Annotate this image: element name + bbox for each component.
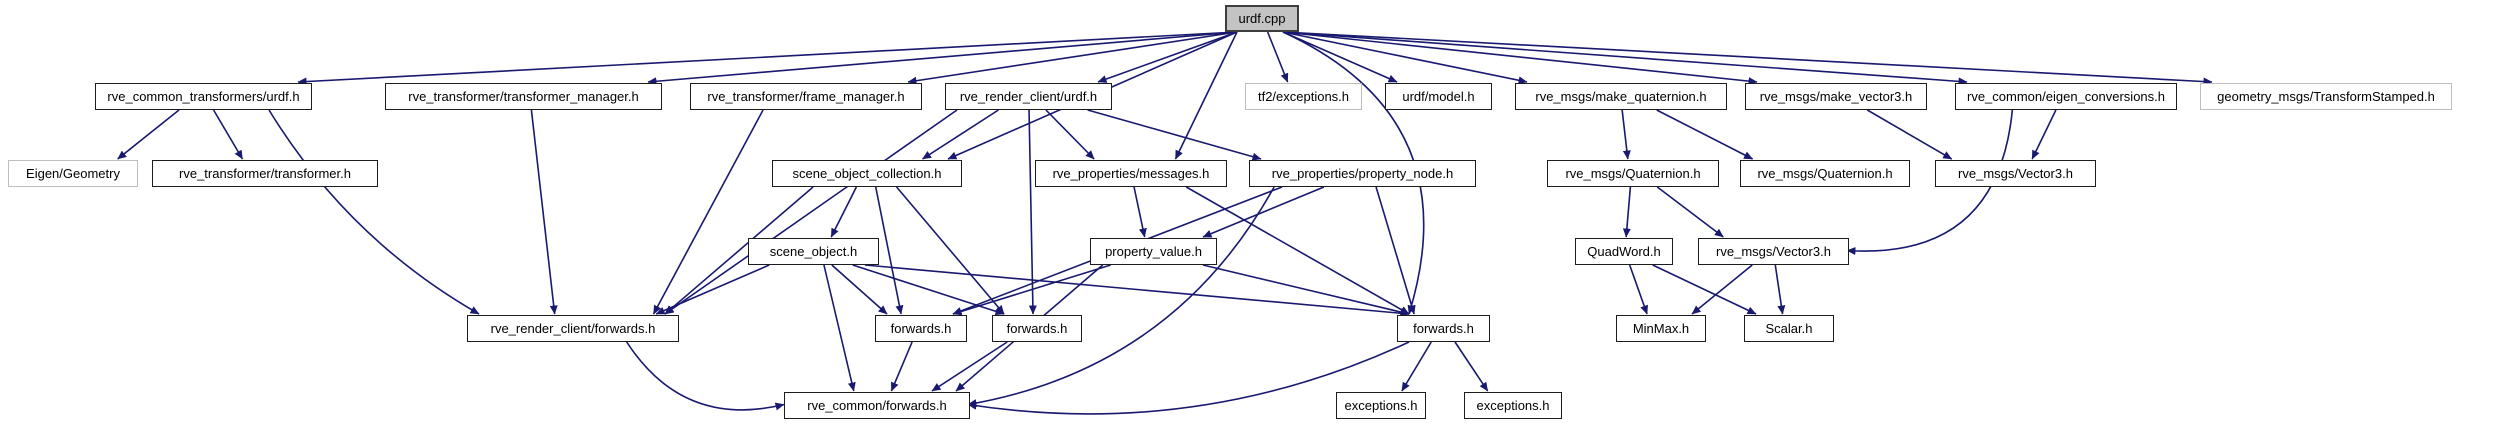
edge-root-n2 bbox=[647, 31, 1238, 86]
edge-n4-rcf bbox=[664, 109, 958, 315]
edge-n7-q1 bbox=[1621, 109, 1631, 160]
edge-quad-scalar bbox=[1652, 264, 1757, 315]
node-sobj[interactable]: scene_object.h bbox=[748, 238, 879, 265]
edge-pnode-fwd3 bbox=[1375, 186, 1416, 315]
node-socoll[interactable]: scene_object_collection.h bbox=[772, 160, 962, 187]
edge-root-n5 bbox=[1266, 31, 1289, 83]
edge-root-n7 bbox=[1282, 31, 1528, 85]
node-quad[interactable]: QuadWord.h bbox=[1575, 238, 1673, 265]
edge-fwd2-common bbox=[931, 341, 1008, 392]
edge-root-n8 bbox=[1282, 31, 1758, 86]
edge-sobj-rcf bbox=[655, 264, 770, 315]
node-fwd1[interactable]: forwards.h bbox=[875, 315, 967, 342]
edge-fwd3-exc1 bbox=[1401, 341, 1432, 392]
edge-n8-v3a bbox=[1866, 109, 1953, 160]
node-scalar[interactable]: Scalar.h bbox=[1744, 315, 1834, 342]
node-n10: geometry_msgs/TransformStamped.h bbox=[2200, 83, 2452, 110]
edge-n9-v3b bbox=[1846, 109, 2014, 256]
node-v3a[interactable]: rve_msgs/Vector3.h bbox=[1935, 160, 2096, 187]
node-eigen: Eigen/Geometry bbox=[8, 160, 138, 187]
node-transformer[interactable]: rve_transformer/transformer.h bbox=[152, 160, 378, 187]
edge-pval-fwd3 bbox=[1202, 264, 1410, 316]
node-minmax[interactable]: MinMax.h bbox=[1616, 315, 1706, 342]
node-root: urdf.cpp bbox=[1225, 5, 1299, 32]
node-exc2[interactable]: exceptions.h bbox=[1464, 392, 1562, 419]
edge-n2-rcf bbox=[530, 109, 558, 315]
edge-n1-eigen bbox=[117, 109, 180, 160]
edge-q1-quad bbox=[1622, 186, 1632, 238]
edge-v3b-scalar bbox=[1774, 264, 1786, 315]
node-n9[interactable]: rve_common/eigen_conversions.h bbox=[1955, 83, 2177, 110]
edge-v3b-minmax bbox=[1691, 264, 1753, 315]
node-n7[interactable]: rve_msgs/make_quaternion.h bbox=[1515, 83, 1727, 110]
edge-sobj-common bbox=[823, 264, 856, 392]
edge-sobj-fwd2 bbox=[852, 264, 1005, 316]
edge-socoll-rcf bbox=[664, 186, 814, 315]
node-fwd2[interactable]: forwards.h bbox=[992, 315, 1082, 342]
node-n2[interactable]: rve_transformer/transformer_manager.h bbox=[385, 83, 662, 110]
edge-n4-messages bbox=[1045, 109, 1095, 160]
node-q1[interactable]: rve_msgs/Quaternion.h bbox=[1547, 160, 1719, 187]
edge-fwd1-common bbox=[890, 341, 913, 392]
edge-root-fwd3 bbox=[1282, 31, 1425, 315]
edge-rcf-common bbox=[626, 341, 785, 411]
edge-n1-transformer bbox=[212, 109, 244, 160]
edge-n4-pnode bbox=[1087, 109, 1262, 161]
node-q2[interactable]: rve_msgs/Quaternion.h bbox=[1740, 160, 1910, 187]
node-exc1[interactable]: exceptions.h bbox=[1336, 392, 1426, 419]
edge-root-n9 bbox=[1282, 31, 1968, 86]
edge-socoll-fwd1 bbox=[874, 186, 904, 315]
edge-pnode-pval bbox=[1202, 186, 1325, 238]
node-n6[interactable]: urdf/model.h bbox=[1385, 83, 1492, 110]
node-pval[interactable]: property_value.h bbox=[1090, 238, 1217, 265]
node-messages[interactable]: rve_properties/messages.h bbox=[1035, 160, 1227, 187]
node-fwd3[interactable]: forwards.h bbox=[1397, 315, 1490, 342]
edge-root-n3 bbox=[907, 31, 1238, 85]
edge-messages-fwd3 bbox=[1185, 186, 1410, 315]
node-v3b[interactable]: rve_msgs/Vector3.h bbox=[1698, 238, 1849, 265]
edge-messages-pval bbox=[1133, 186, 1147, 238]
edge-q1-v3b bbox=[1656, 186, 1724, 238]
edge-pnode-common bbox=[967, 186, 1275, 407]
node-n4[interactable]: rve_render_client/urdf.h bbox=[945, 83, 1112, 110]
edge-sobj-fwd1 bbox=[831, 264, 888, 315]
node-n8[interactable]: rve_msgs/make_vector3.h bbox=[1745, 83, 1927, 110]
edge-root-n1 bbox=[297, 31, 1238, 86]
edge-root-n10 bbox=[1282, 31, 2213, 86]
node-n1[interactable]: rve_common_transformers/urdf.h bbox=[95, 83, 312, 110]
edge-fwd3-common bbox=[967, 341, 1410, 415]
node-pnode[interactable]: rve_properties/property_node.h bbox=[1249, 160, 1476, 187]
edge-socoll-sobj bbox=[830, 186, 858, 238]
edge-fwd3-exc2 bbox=[1454, 341, 1489, 392]
edge-pval-fwd1 bbox=[952, 264, 1111, 316]
node-rcf[interactable]: rve_render_client/forwards.h bbox=[467, 315, 679, 342]
edge-sobj-fwd3 bbox=[864, 264, 1410, 318]
edge-root-messages bbox=[1174, 31, 1238, 160]
edge-n9-v3a bbox=[2031, 109, 2057, 160]
edge-n4-socoll bbox=[922, 109, 999, 160]
edge-socoll-fwd2 bbox=[895, 186, 1005, 315]
edge-n1-rcf bbox=[268, 109, 480, 315]
edge-n3-rcf bbox=[652, 109, 764, 315]
edge-quad-minmax bbox=[1628, 264, 1648, 315]
edge-root-n4 bbox=[1097, 31, 1238, 83]
node-common[interactable]: rve_common/forwards.h bbox=[784, 392, 970, 419]
edge-n7-q2 bbox=[1656, 109, 1754, 160]
node-n3[interactable]: rve_transformer/frame_manager.h bbox=[690, 83, 922, 110]
node-n5: tf2/exceptions.h bbox=[1245, 83, 1362, 110]
